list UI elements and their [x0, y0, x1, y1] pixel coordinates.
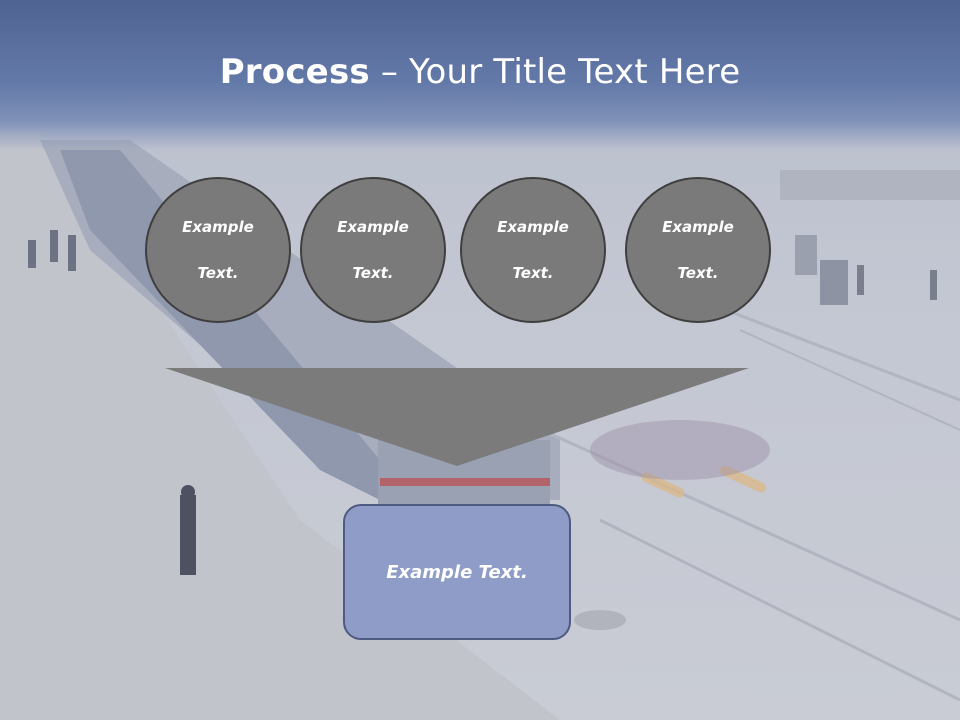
result-box: Example Text.: [343, 504, 571, 640]
funnel-arrow: [165, 368, 749, 466]
circle-2-line2: Text.: [352, 263, 394, 282]
title-bold: Process: [219, 52, 370, 92]
circle-3-line1: Example: [497, 217, 569, 236]
circle-4-line1: Example: [662, 217, 734, 236]
page-title: Process – Your Title Text Here: [0, 52, 960, 92]
title-rest: – Your Title Text Here: [369, 52, 741, 92]
circle-1-line1: Example: [182, 217, 254, 236]
circle-2-line1: Example: [337, 217, 409, 236]
title-bar: [0, 0, 960, 150]
circle-3-line2: Text.: [512, 263, 554, 282]
circle-1-line2: Text.: [197, 263, 239, 282]
circle-4-line2: Text.: [677, 263, 719, 282]
result-box-label: Example Text.: [386, 561, 528, 583]
